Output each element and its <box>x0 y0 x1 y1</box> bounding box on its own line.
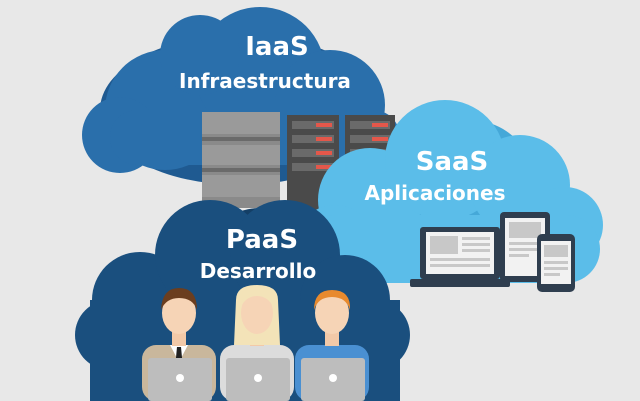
iaas-title: IaaS <box>245 32 309 62</box>
paas-subtitle: Desarrollo <box>200 259 316 283</box>
saas-title: SaaS <box>416 147 489 177</box>
laptop-device <box>410 227 510 287</box>
developer-right <box>295 290 369 401</box>
server-left <box>202 112 280 208</box>
saas-subtitle: Aplicaciones <box>364 181 505 205</box>
iaas-subtitle: Infraestructura <box>179 69 351 93</box>
developer-middle <box>220 285 294 401</box>
phone-device <box>537 234 575 292</box>
paas-title: PaaS <box>226 225 298 255</box>
developer-left <box>142 288 216 401</box>
